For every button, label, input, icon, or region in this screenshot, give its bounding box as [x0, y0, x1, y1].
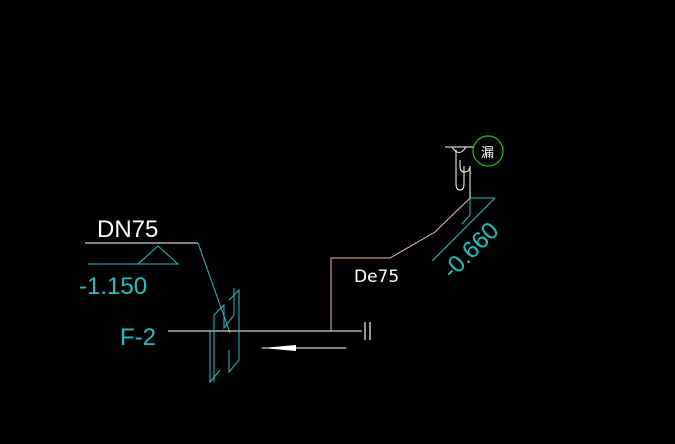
fixture-symbol-label: 漏 — [481, 145, 494, 161]
floor-drain-trap — [445, 146, 474, 198]
pipe-end-cap — [364, 322, 371, 340]
pipe-size-label-right: De75 — [354, 267, 399, 287]
elevation-label-left: -1.150 — [79, 273, 147, 300]
branch-pipe — [330, 197, 471, 331]
flow-direction-arrow — [262, 345, 346, 351]
leader-line-diagonal — [197, 242, 231, 334]
elevation-marker-right — [431, 197, 496, 262]
elevation-triangle-left — [136, 245, 180, 265]
elevation-label-right: -0.660 — [437, 217, 504, 284]
pipe-size-label-left: DN75 — [97, 216, 158, 243]
fixture-symbol-circle — [472, 135, 504, 167]
riser-id-label: F-2 — [120, 324, 156, 351]
wall-break-symbol — [209, 288, 240, 384]
